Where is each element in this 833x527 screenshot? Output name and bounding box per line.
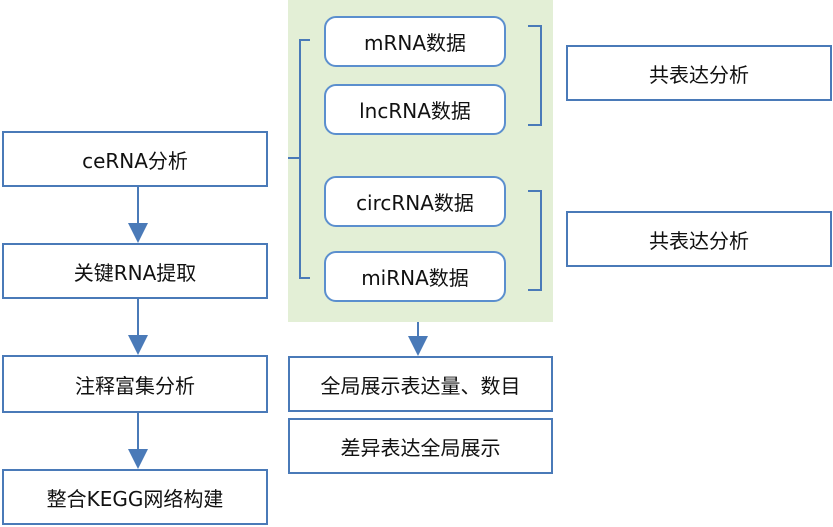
coexpression-analysis-top: 共表达分析 [566,45,832,101]
data-lncrna: lncRNA数据 [324,84,506,135]
coexpression-top-label: 共表达分析 [649,62,749,87]
data-circrna: circRNA数据 [324,176,506,227]
step-kegg-label: 整合KEGG网络构建 [46,486,224,511]
coexpression-analysis-bottom: 共表达分析 [566,211,832,267]
output-diff-label: 差异表达全局展示 [340,435,501,460]
data-lncrna-label: lncRNA数据 [359,99,471,123]
output-global-display: 全局展示表达量、数目 [288,356,553,412]
step-cerna-analysis: ceRNA分析 [2,131,268,187]
step-kegg-network: 整合KEGG网络构建 [2,469,268,525]
right-bracket-top [528,25,542,126]
step-key-rna-extract: 关键RNA提取 [2,243,268,299]
step-annotation-label: 注释富集分析 [75,373,195,398]
data-mrna: mRNA数据 [324,16,506,67]
coexpression-bottom-label: 共表达分析 [649,228,749,253]
step-annotation-enrichment: 注释富集分析 [2,355,268,413]
step-cerna-label: ceRNA分析 [82,148,188,173]
output-diff-display: 差异表达全局展示 [288,418,553,474]
data-circrna-label: circRNA数据 [356,191,474,215]
data-mrna-label: mRNA数据 [363,31,467,55]
right-bracket-bottom [528,190,542,291]
output-global-label: 全局展示表达量、数目 [320,373,521,398]
left-brace [288,39,310,279]
step-key-rna-label: 关键RNA提取 [73,260,197,285]
data-mirna: miRNA数据 [324,251,506,302]
data-mirna-label: miRNA数据 [361,266,469,290]
